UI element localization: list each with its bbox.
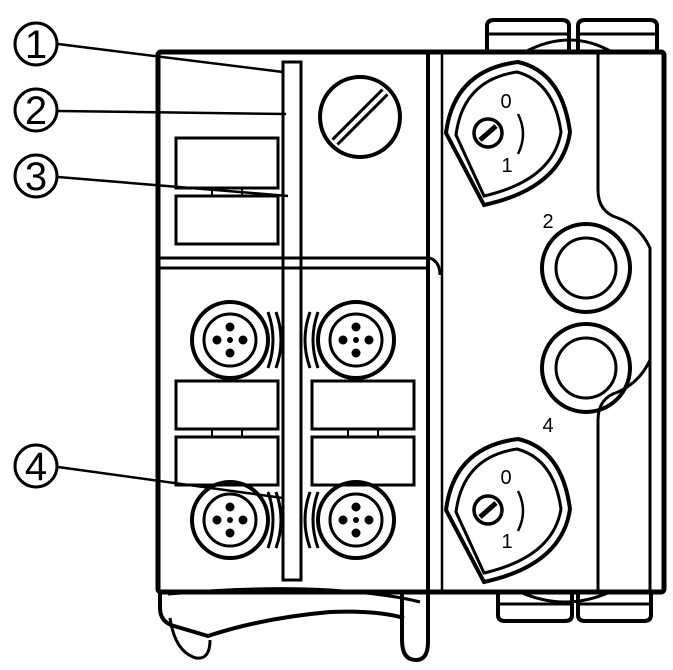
port-2 bbox=[540, 222, 632, 314]
callout-3: 3 bbox=[13, 153, 59, 199]
port-2-label: 2 bbox=[542, 211, 553, 233]
callout-1-number: 1 bbox=[25, 23, 47, 67]
label-field bbox=[310, 379, 416, 431]
switch-bottom-pos-1: 1 bbox=[501, 531, 512, 553]
label-field bbox=[174, 194, 280, 246]
m12-connector bbox=[316, 480, 396, 560]
rotary-selector bbox=[318, 75, 402, 159]
callout-4-number: 4 bbox=[25, 445, 47, 489]
section-divider bbox=[426, 52, 444, 592]
upper-left-section bbox=[158, 136, 430, 270]
switch-bottom-pos-0: 0 bbox=[500, 467, 511, 489]
port-4-label: 4 bbox=[542, 415, 553, 437]
callout-2: 2 bbox=[13, 87, 59, 133]
valve-body bbox=[596, 52, 652, 592]
switch-top-pos-1: 1 bbox=[501, 155, 512, 177]
m12-connector bbox=[190, 300, 270, 380]
label-field bbox=[174, 435, 280, 487]
callout-1: 1 bbox=[13, 21, 59, 67]
switch-top-pos-0: 0 bbox=[500, 91, 511, 113]
port-4 bbox=[540, 322, 632, 414]
manual-override-top bbox=[443, 59, 573, 208]
callout-2-number: 2 bbox=[25, 89, 47, 133]
top-fittings bbox=[485, 18, 659, 54]
label-field bbox=[174, 379, 280, 431]
mounting-clip bbox=[158, 587, 430, 663]
callout-3-number: 3 bbox=[25, 155, 47, 199]
indicator-strip bbox=[281, 60, 303, 582]
m12-connector bbox=[316, 300, 396, 380]
lower-label-fields bbox=[174, 379, 416, 487]
leader-lines bbox=[57, 42, 289, 500]
housing-outline bbox=[155, 49, 667, 595]
label-field bbox=[174, 136, 280, 190]
label-field bbox=[310, 435, 416, 487]
callout-4: 4 bbox=[13, 443, 59, 489]
manual-override-bottom bbox=[443, 436, 573, 585]
m12-connector bbox=[190, 480, 270, 560]
bottom-fittings bbox=[496, 590, 653, 623]
